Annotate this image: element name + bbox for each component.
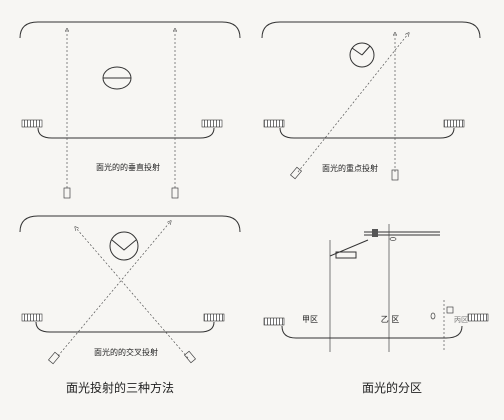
actor-mark: [351, 45, 371, 56]
footer-title-methods: 面光投射的三种方法: [66, 380, 174, 395]
lamp-left: [289, 166, 303, 180]
ceiling-outline: [19, 21, 241, 39]
actor-circle: [109, 231, 139, 261]
ceiling-outline: [19, 215, 241, 233]
marker-small: [430, 312, 436, 320]
beam-diagonal: [297, 34, 408, 173]
apron-right: [201, 119, 223, 128]
lamp-top: [372, 229, 378, 237]
caption-cross: 面光的的交叉投射: [94, 347, 158, 357]
apron-left: [21, 313, 43, 322]
stage-outline: [35, 321, 215, 333]
lamp-right: [183, 350, 197, 364]
apron-right: [467, 313, 489, 322]
zone-label-c: 丙区: [454, 316, 468, 324]
actor-circle: [349, 42, 375, 68]
apron-right: [203, 313, 225, 322]
caption-vertical: 面光的的垂直投射: [96, 162, 160, 172]
apron-right: [443, 119, 465, 128]
panel-lighting-zones: 甲区 乙 区 丙区: [263, 224, 489, 352]
apron-left: [263, 119, 285, 128]
marker-square: [446, 306, 454, 314]
panel-cross-projection: 面光的的交叉投射: [19, 215, 241, 365]
lamp-right: [391, 169, 399, 181]
zone-label-b: 乙 区: [381, 315, 400, 324]
ceiling-outline: [261, 21, 481, 39]
lamp-left: [47, 351, 61, 365]
apron-left: [21, 119, 43, 128]
beam-cross-left: [76, 228, 189, 359]
panel-focus-projection: 面光的重点投射: [261, 21, 481, 181]
apron-left: [263, 317, 285, 326]
caption-focus: 面光的重点投射: [322, 163, 378, 173]
fixture-box: [335, 251, 357, 259]
stage-outline: [281, 325, 463, 339]
lamp-left: [63, 187, 71, 199]
stage-outline: [279, 127, 455, 139]
actor-mark: [111, 239, 137, 251]
beam-cross-right: [57, 222, 170, 357]
zone-label-a: 甲区: [302, 315, 318, 324]
lamp-right: [171, 187, 179, 199]
panel-vertical-projection: 面光的的垂直投射: [19, 21, 241, 199]
lamp-spot: [389, 237, 397, 241]
stage-outline: [37, 127, 215, 139]
footer-title-zones: 面光的分区: [362, 380, 422, 395]
